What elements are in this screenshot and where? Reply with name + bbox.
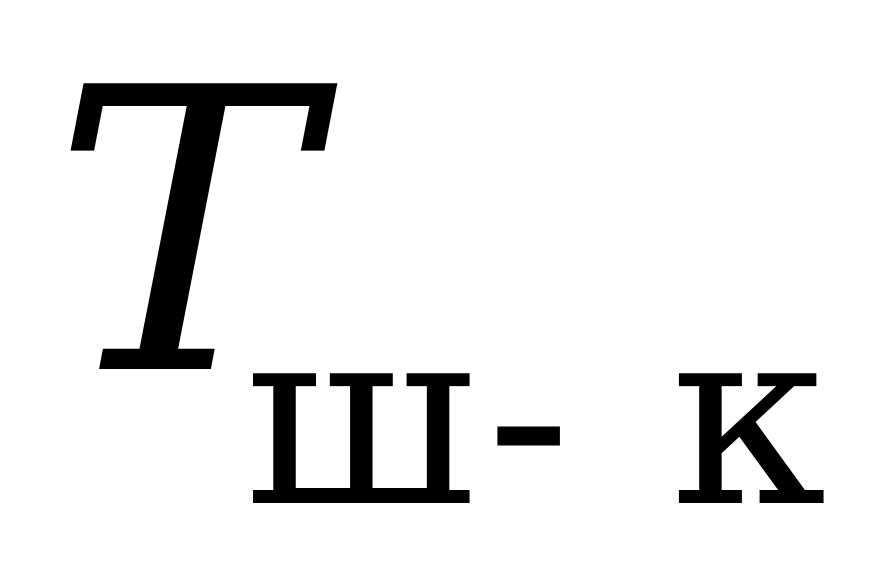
- formula-subscript: ш- к: [244, 271, 837, 562]
- formula-symbol: T: [52, 6, 314, 462]
